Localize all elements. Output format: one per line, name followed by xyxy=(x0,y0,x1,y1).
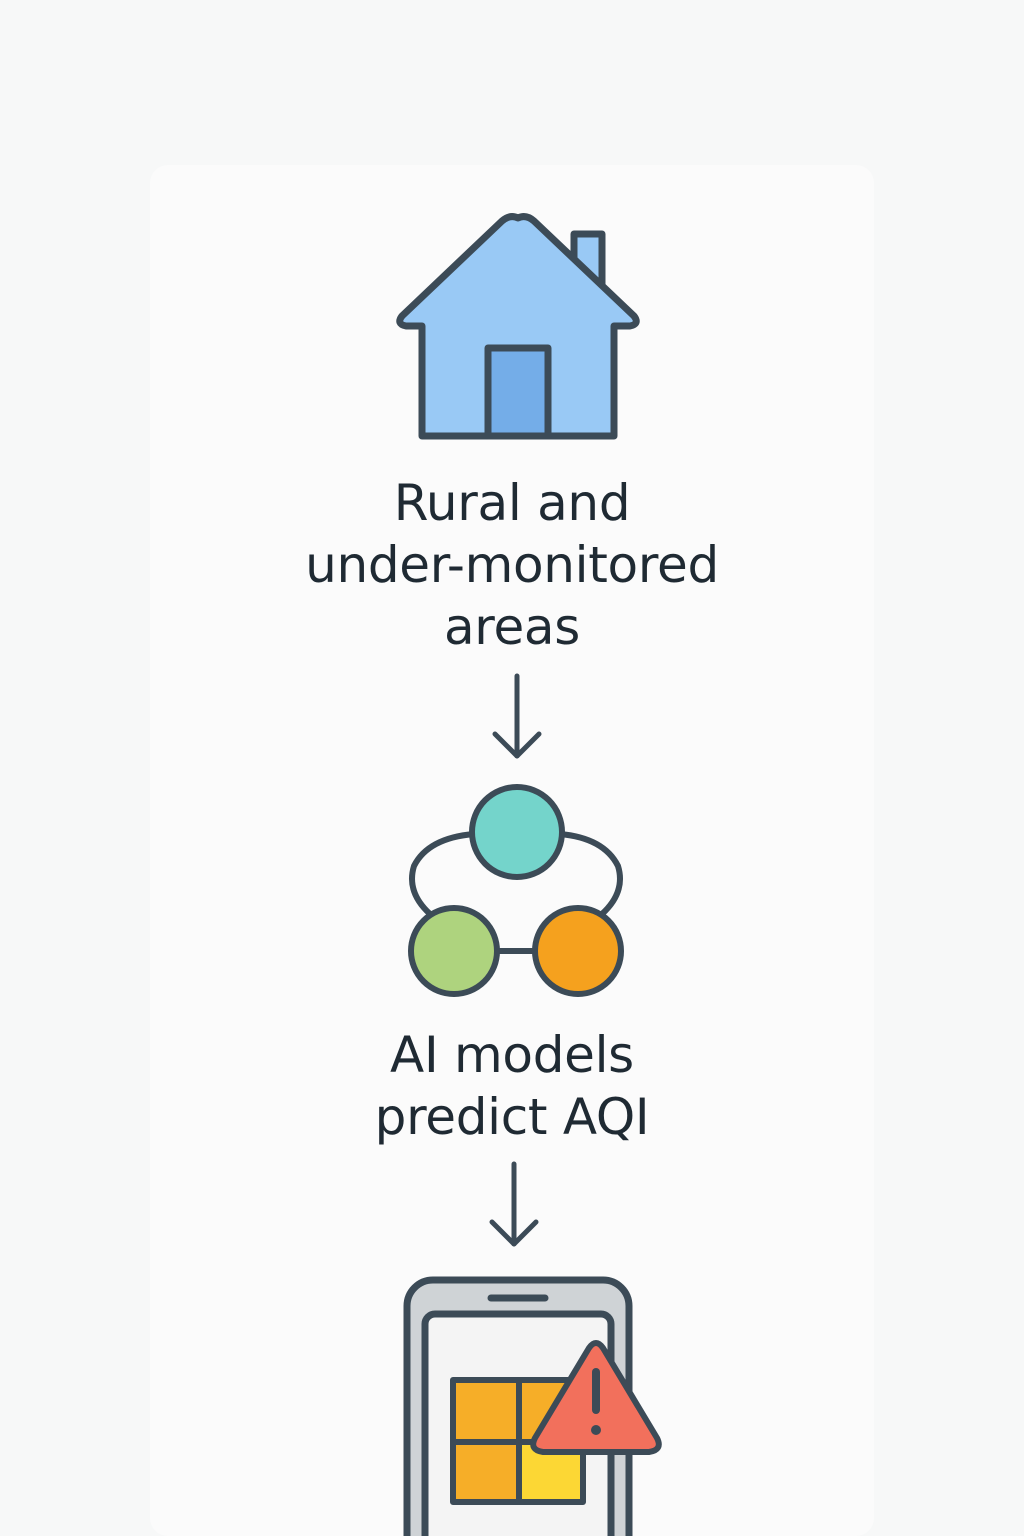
network-nodes-icon xyxy=(408,784,624,997)
smartphone-alert-icon xyxy=(403,1276,662,1536)
step-label-rural-areas: Rural and under-monitored areas xyxy=(305,474,719,656)
house-icon xyxy=(396,213,640,440)
step-label-ai-models: AI models predict AQI xyxy=(374,1026,650,1146)
warning-icon xyxy=(530,1340,662,1455)
arrow-down-icon xyxy=(492,673,542,759)
arrow-down-icon xyxy=(489,1161,539,1247)
